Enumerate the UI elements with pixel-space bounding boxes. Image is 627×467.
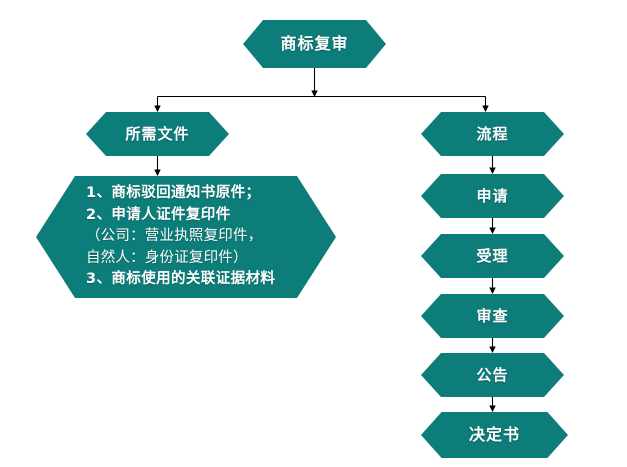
node-step-announcement[interactable]: 公告 [421, 353, 564, 397]
list-item: 3、商标使用的关联证据材料 [86, 271, 276, 288]
node-required-documents-detail: 1、商标驳回通知书原件； 2、申请人证件复印件 （公司：营业执照复印件， 自然人… [36, 176, 336, 298]
list-item: 2、申请人证件复印件 [86, 206, 231, 223]
node-step-application-label: 申请 [476, 186, 509, 205]
list-item: 自然人：身份证复印件） [86, 249, 248, 266]
node-process-label: 流程 [476, 124, 509, 143]
node-step-acceptance[interactable]: 受理 [421, 234, 564, 278]
required-documents-list: 1、商标驳回通知书原件； 2、申请人证件复印件 （公司：营业执照复印件， 自然人… [36, 183, 275, 290]
node-step-acceptance-label: 受理 [476, 246, 509, 265]
node-step-announcement-label: 公告 [476, 365, 509, 384]
list-item: （公司：营业执照复印件， [86, 228, 263, 245]
node-step-decision-label: 决定书 [468, 425, 520, 445]
node-trademark-review[interactable]: 商标复审 [243, 20, 386, 68]
node-step-examination-label: 审查 [476, 306, 509, 325]
node-process[interactable]: 流程 [421, 112, 564, 156]
node-required-documents-label: 所需文件 [125, 124, 190, 143]
node-required-documents[interactable]: 所需文件 [86, 112, 229, 156]
node-step-application[interactable]: 申请 [421, 174, 564, 218]
node-step-examination[interactable]: 审查 [421, 294, 564, 338]
node-trademark-review-label: 商标复审 [280, 34, 349, 54]
node-step-decision[interactable]: 决定书 [421, 412, 568, 458]
list-item: 1、商标驳回通知书原件； [86, 185, 261, 202]
